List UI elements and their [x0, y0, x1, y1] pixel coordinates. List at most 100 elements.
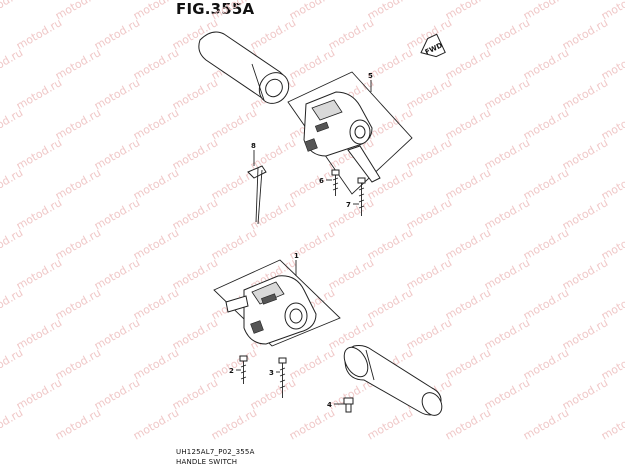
watermark-text: motod.ru — [326, 16, 376, 52]
watermark-text: motod.ru — [287, 346, 337, 382]
watermark-text: motod.ru — [326, 256, 376, 292]
watermark-text: motod.ru — [0, 0, 25, 23]
watermark-text: motod.ru — [560, 256, 610, 292]
watermark-text: motod.ru — [0, 46, 25, 82]
watermark-text: motod.ru — [443, 286, 493, 322]
screw-7 — [357, 177, 366, 216]
watermark-text: motod.ru — [92, 16, 142, 52]
watermark-text: motod.ru — [404, 76, 454, 112]
watermark-text: motod.ru — [404, 256, 454, 292]
cable-clamp-8 — [247, 165, 267, 225]
watermark-text: motod.ru — [92, 256, 142, 292]
watermark-text: motod.ru — [521, 226, 571, 262]
callout-4: 4 — [327, 401, 332, 409]
watermark-text: motod.ru — [131, 286, 181, 322]
watermark-text: motod.ru — [170, 76, 220, 112]
watermark-text: motod.ru — [131, 226, 181, 262]
watermark-text: motod.ru — [248, 376, 298, 412]
watermark-text: motod.ru — [482, 76, 532, 112]
watermark-text: motod.ru — [0, 406, 25, 442]
watermark-text: motod.ru — [53, 346, 103, 382]
watermark-text: motod.ru — [92, 196, 142, 232]
screw-6 — [331, 169, 340, 196]
watermark-text: motod.ru — [482, 16, 532, 52]
watermark-text: motod.ru — [482, 316, 532, 352]
watermark-text: motod.ru — [53, 166, 103, 202]
watermark-text: motod.ru — [14, 256, 64, 292]
watermark-text: motod.ru — [521, 0, 571, 23]
watermark-text: motod.ru — [0, 226, 25, 262]
watermark-text: motod.ru — [560, 316, 610, 352]
upper-switch-box — [287, 71, 413, 195]
callout-3: 3 — [269, 369, 274, 377]
watermark-text: motod.ru — [170, 256, 220, 292]
watermark-text: motod.ru — [131, 0, 181, 23]
watermark-text: motod.ru — [560, 376, 610, 412]
watermark-text: motod.ru — [92, 316, 142, 352]
watermark-text: motod.ru — [365, 286, 415, 322]
watermark-text: motod.ru — [599, 406, 625, 442]
left-switch-assembly — [303, 91, 381, 183]
watermark-text: motod.ru — [443, 166, 493, 202]
screw-2 — [239, 355, 248, 384]
figure-title: FIG.355A — [176, 0, 255, 18]
callout-7: 7 — [346, 201, 351, 209]
watermark-text: motod.ru — [404, 196, 454, 232]
figure-code: UH125AL7_P02_355A — [176, 448, 255, 456]
watermark-text: motod.ru — [443, 406, 493, 442]
throttle-grip-part — [343, 345, 443, 416]
watermark-text: motod.ru — [131, 46, 181, 82]
callout-5: 5 — [368, 72, 373, 80]
watermark-text: motod.ru — [560, 196, 610, 232]
watermark-text: motod.ru — [521, 166, 571, 202]
watermark-text: motod.ru — [404, 316, 454, 352]
watermark-text: motod.ru — [131, 106, 181, 142]
watermark-text: motod.ru — [287, 166, 337, 202]
watermark-text: motod.ru — [521, 286, 571, 322]
watermark-text: motod.ru — [14, 376, 64, 412]
figure-caption: HANDLE SWITCH — [176, 458, 238, 466]
bolt-4 — [343, 397, 354, 413]
leader-lines — [236, 80, 372, 405]
watermark-text: motod.ru — [131, 346, 181, 382]
watermark-text: motod.ru — [170, 316, 220, 352]
watermark-text: motod.ru — [0, 346, 25, 382]
watermark-text: motod.ru — [209, 406, 259, 442]
watermark-text: motod.ru — [53, 0, 103, 23]
watermark-text: motod.ru — [248, 16, 298, 52]
watermark-text: motod.ru — [14, 316, 64, 352]
watermark-text: motod.ru — [443, 226, 493, 262]
watermark-text: motod.ru — [482, 256, 532, 292]
watermark-text: motod.ru — [14, 136, 64, 172]
watermark-text: motod.ru — [560, 16, 610, 52]
watermark-text: motod.ru — [53, 106, 103, 142]
watermark-text: motod.ru — [521, 346, 571, 382]
watermark-text: motod.ru — [482, 136, 532, 172]
watermark-text: motod.ru — [443, 106, 493, 142]
watermark-text: motod.ru — [443, 46, 493, 82]
watermark-text: motod.ru — [209, 0, 259, 23]
watermark-text: motod.ru — [14, 76, 64, 112]
watermark-text: motod.ru — [170, 196, 220, 232]
watermark-text: motod.ru — [209, 226, 259, 262]
watermark-text: motod.ru — [365, 226, 415, 262]
callout-8: 8 — [251, 142, 256, 150]
watermark-text: motod.ru — [0, 286, 25, 322]
callout-1: 1 — [294, 252, 299, 260]
watermark-text: motod.ru — [92, 76, 142, 112]
watermark-text: motod.ru — [521, 46, 571, 82]
watermark-text: motod.ru — [209, 346, 259, 382]
watermark-text: motod.ru — [92, 136, 142, 172]
watermark-text: motod.ru — [482, 376, 532, 412]
callout-2: 2 — [229, 367, 234, 375]
watermark-text: motod.ru — [53, 406, 103, 442]
watermark-text: motod.ru — [560, 76, 610, 112]
watermark-text: motod.ru — [404, 136, 454, 172]
watermark-text: motod.ru — [443, 0, 493, 23]
watermark-text: motod.ru — [170, 376, 220, 412]
watermark-text: motod.ru — [53, 226, 103, 262]
watermark-text: motod.ru — [287, 0, 337, 23]
